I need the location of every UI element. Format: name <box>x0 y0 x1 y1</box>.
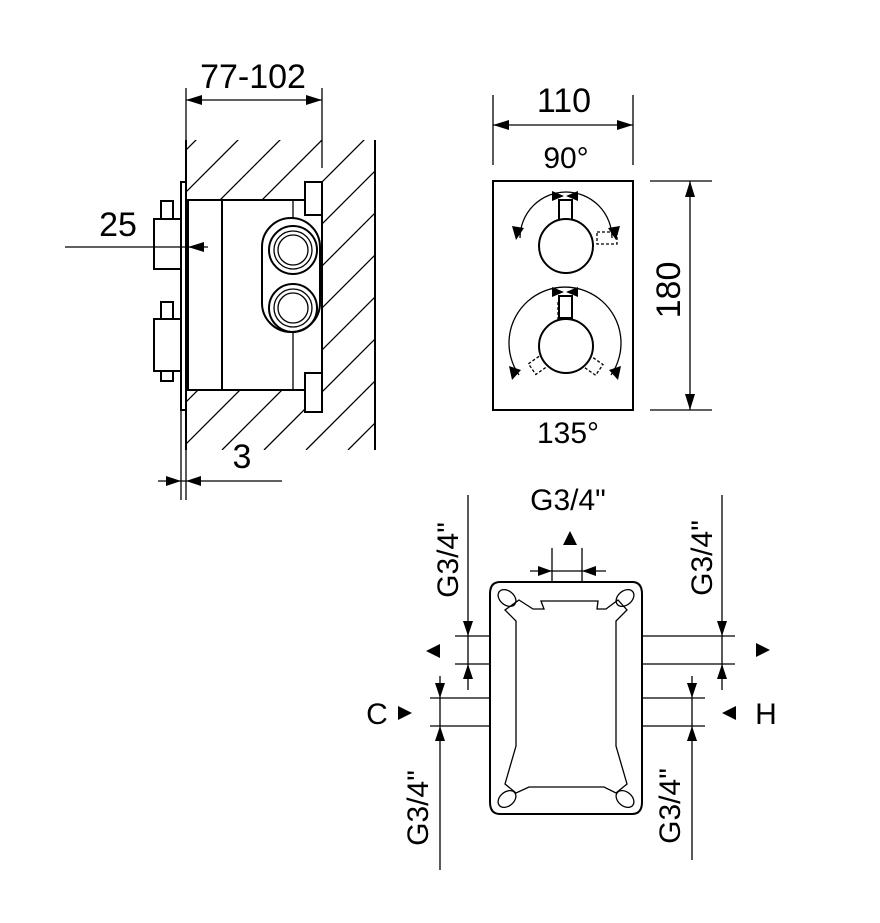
left-lower-label: G3/4" <box>402 770 435 846</box>
dimension-plate: 3 <box>158 410 282 500</box>
lower-angle-label: 135° <box>537 417 599 450</box>
depth-label: 77-102 <box>200 58 306 96</box>
thermostat-knob <box>508 286 622 380</box>
valve-frame <box>489 581 643 815</box>
right-upper-dimension: G3/4" <box>686 495 770 690</box>
wall-hatching <box>186 130 878 450</box>
left-lower-dimension: C G3/4" <box>366 676 445 870</box>
hatch-line <box>186 140 375 450</box>
hatch-line <box>347 140 375 450</box>
left-upper-label: G3/4" <box>432 522 465 598</box>
flow-arrow-icon <box>426 644 440 658</box>
knob-label: 25 <box>99 206 137 244</box>
hatch-line <box>305 140 375 450</box>
cold-label: C <box>366 698 388 731</box>
hot-label: H <box>755 698 777 731</box>
hatch-line <box>186 140 249 450</box>
width-label: 110 <box>537 82 591 120</box>
hatch-line <box>186 140 291 450</box>
hatch-line <box>558 130 878 450</box>
dimension-width: 110 <box>492 82 634 165</box>
hatch-line <box>186 140 207 450</box>
knob-upper <box>153 200 182 270</box>
flow-control-knob <box>512 191 620 274</box>
mount-flange-top <box>304 181 323 216</box>
upper-angle-label: 90° <box>543 142 588 175</box>
dimension-height: 180 <box>650 180 712 411</box>
mount-flange-bottom <box>304 372 323 413</box>
right-upper-label: G3/4" <box>686 520 719 596</box>
plate-label: 3 <box>233 438 252 476</box>
hatch-line <box>186 140 333 450</box>
cold-arrow-icon <box>398 706 412 720</box>
outlet-arrow-icon <box>563 531 577 545</box>
top-outlet-dimension: G3/4" <box>530 484 606 582</box>
right-lower-dimension: H G3/4" <box>654 676 777 860</box>
height-label: 180 <box>650 262 688 319</box>
top-outlet-label: G3/4" <box>530 484 606 517</box>
side-view: 77-102 25 3 <box>65 58 878 500</box>
front-view: 110 180 90° 135° <box>492 82 712 450</box>
pipe-lines <box>430 635 735 727</box>
left-upper-dimension: G3/4" <box>426 495 473 690</box>
right-lower-label: G3/4" <box>654 768 687 844</box>
knob-lower <box>153 301 182 382</box>
hatch-line <box>221 140 375 450</box>
outlet-port-upper <box>268 225 318 275</box>
front-plate <box>492 180 634 411</box>
hatch-line <box>432 130 752 450</box>
dimension-depth: 77-102 <box>185 58 323 172</box>
hot-arrow-icon <box>722 706 736 720</box>
dimension-knob: 25 <box>65 206 208 252</box>
connection-view: G3/4" G3/4" G3/4" C G3/4" <box>366 484 777 870</box>
outlet-port-lower <box>268 283 318 333</box>
cover-plate <box>180 181 187 411</box>
flow-arrow-icon <box>756 643 770 657</box>
